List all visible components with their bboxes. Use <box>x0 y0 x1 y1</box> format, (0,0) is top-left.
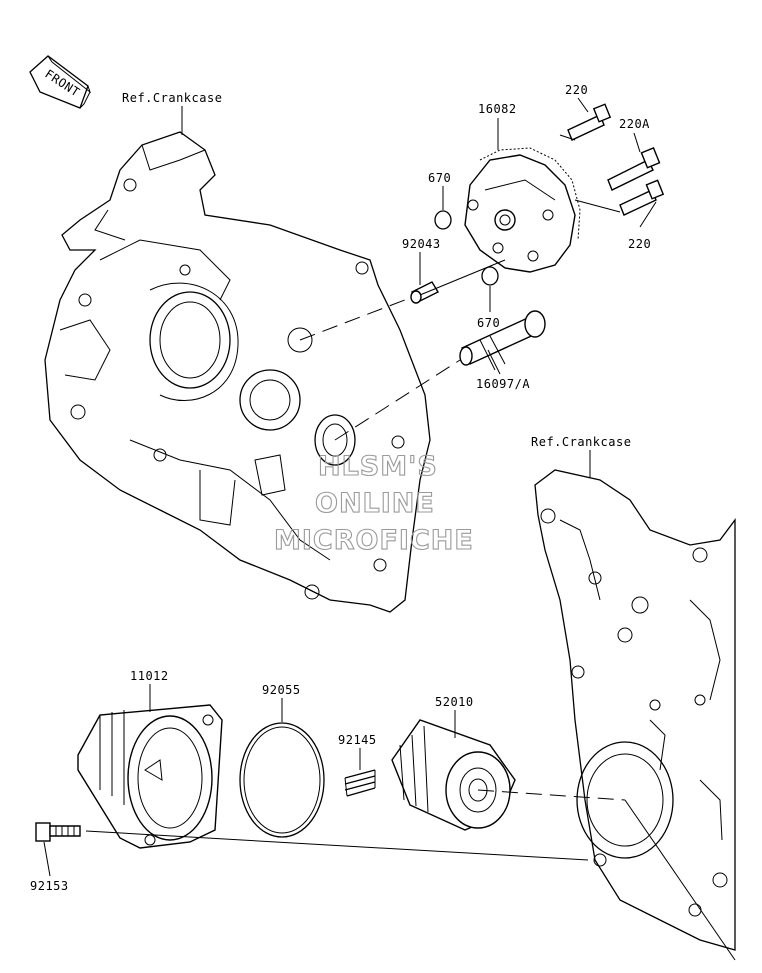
label-ref-crankcase-right: Ref.Crankcase <box>531 435 631 449</box>
o-ring-670-bottom <box>481 266 499 286</box>
oil-pump-16082 <box>464 147 581 273</box>
filter-cover-11012 <box>77 704 223 849</box>
bolt-92153 <box>35 822 81 842</box>
watermark-line-2: ONLINE <box>315 488 435 519</box>
watermark-line-1: HLSM'S <box>318 451 438 482</box>
watermark-line-3: MICROFICHE <box>274 525 474 556</box>
front-arrow-icon: FRONT <box>29 55 92 109</box>
label-16082: 16082 <box>478 102 517 116</box>
o-ring-92055 <box>239 722 325 838</box>
label-92145: 92145 <box>338 733 377 747</box>
front-label: FRONT <box>42 67 82 100</box>
bolt-220-bottom <box>619 179 665 216</box>
spring-92145 <box>344 769 376 797</box>
label-220-bottom: 220 <box>628 237 651 251</box>
dowel-pin-92043 <box>410 281 439 304</box>
label-52010: 52010 <box>435 695 474 709</box>
label-220-top: 220 <box>565 83 588 97</box>
label-670-bottom: 670 <box>477 316 500 330</box>
label-670-top: 670 <box>428 171 451 185</box>
label-16097a: 16097/A <box>476 377 530 391</box>
label-ref-crankcase-left: Ref.Crankcase <box>122 91 222 105</box>
watermark: HLSM'S ONLINE MICROFICHE <box>273 450 474 556</box>
label-92055: 92055 <box>262 683 301 697</box>
right-crankcase <box>534 469 736 951</box>
label-92043: 92043 <box>402 237 441 251</box>
left-crankcase <box>44 131 431 613</box>
oil-filter-52010 <box>391 719 516 831</box>
oil-screen-16097a <box>459 310 546 371</box>
label-220a: 220A <box>619 117 650 131</box>
label-11012: 11012 <box>130 669 169 683</box>
label-92153: 92153 <box>30 879 69 893</box>
bolt-220-top <box>567 103 612 141</box>
bolt-220a <box>607 147 661 191</box>
o-ring-670-top <box>434 210 452 230</box>
leader-lines <box>43 97 657 877</box>
alignment-lines <box>85 134 736 961</box>
